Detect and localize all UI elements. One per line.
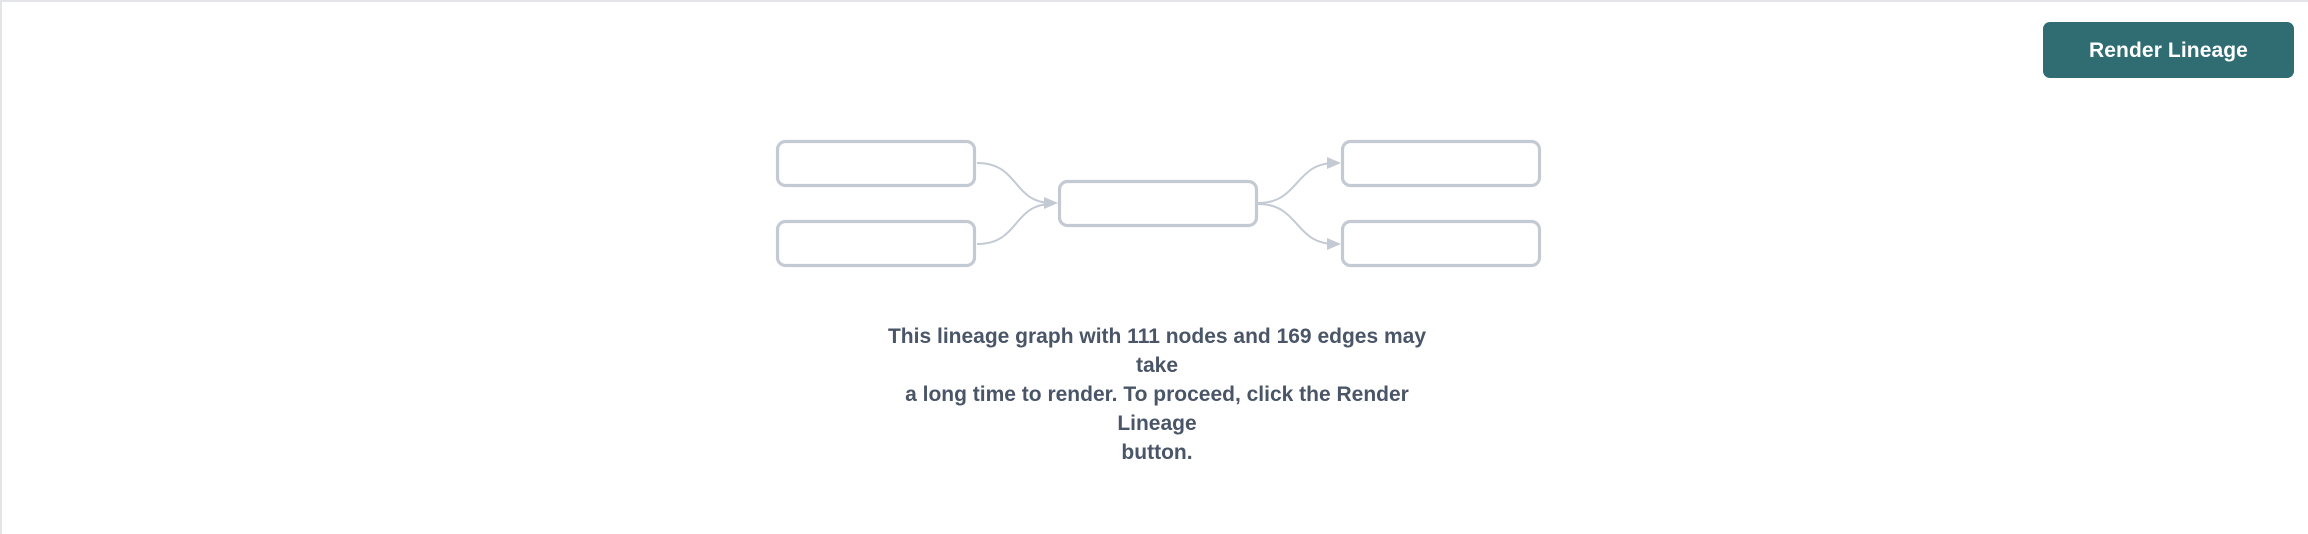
graph-node-right-top xyxy=(1340,139,1542,188)
edge-left-bottom-to-center xyxy=(976,203,1053,245)
lineage-warning-message: This lineage graph with 111 nodes and 16… xyxy=(2,322,2308,467)
edge-left-top-to-center xyxy=(976,162,1058,209)
message-line-1: This lineage graph with 111 nodes and 16… xyxy=(887,325,1427,377)
placeholder-graph xyxy=(2,2,2308,302)
message-line-2: a long time to render. To proceed, click… xyxy=(905,383,1409,435)
message-line-3: button. xyxy=(1121,441,1193,464)
lineage-warning-text-block: This lineage graph with 111 nodes and 16… xyxy=(877,322,1437,467)
graph-node-left-top xyxy=(775,139,977,188)
edge-center-to-right-top xyxy=(1257,157,1341,204)
graph-node-right-bottom xyxy=(1340,219,1542,268)
edge-center-to-right-bottom xyxy=(1257,203,1341,250)
graph-node-center xyxy=(1057,179,1259,228)
graph-node-left-bottom xyxy=(775,219,977,268)
placeholder-graph-svg xyxy=(775,139,1542,268)
render-lineage-button[interactable]: Render Lineage xyxy=(2043,22,2294,78)
